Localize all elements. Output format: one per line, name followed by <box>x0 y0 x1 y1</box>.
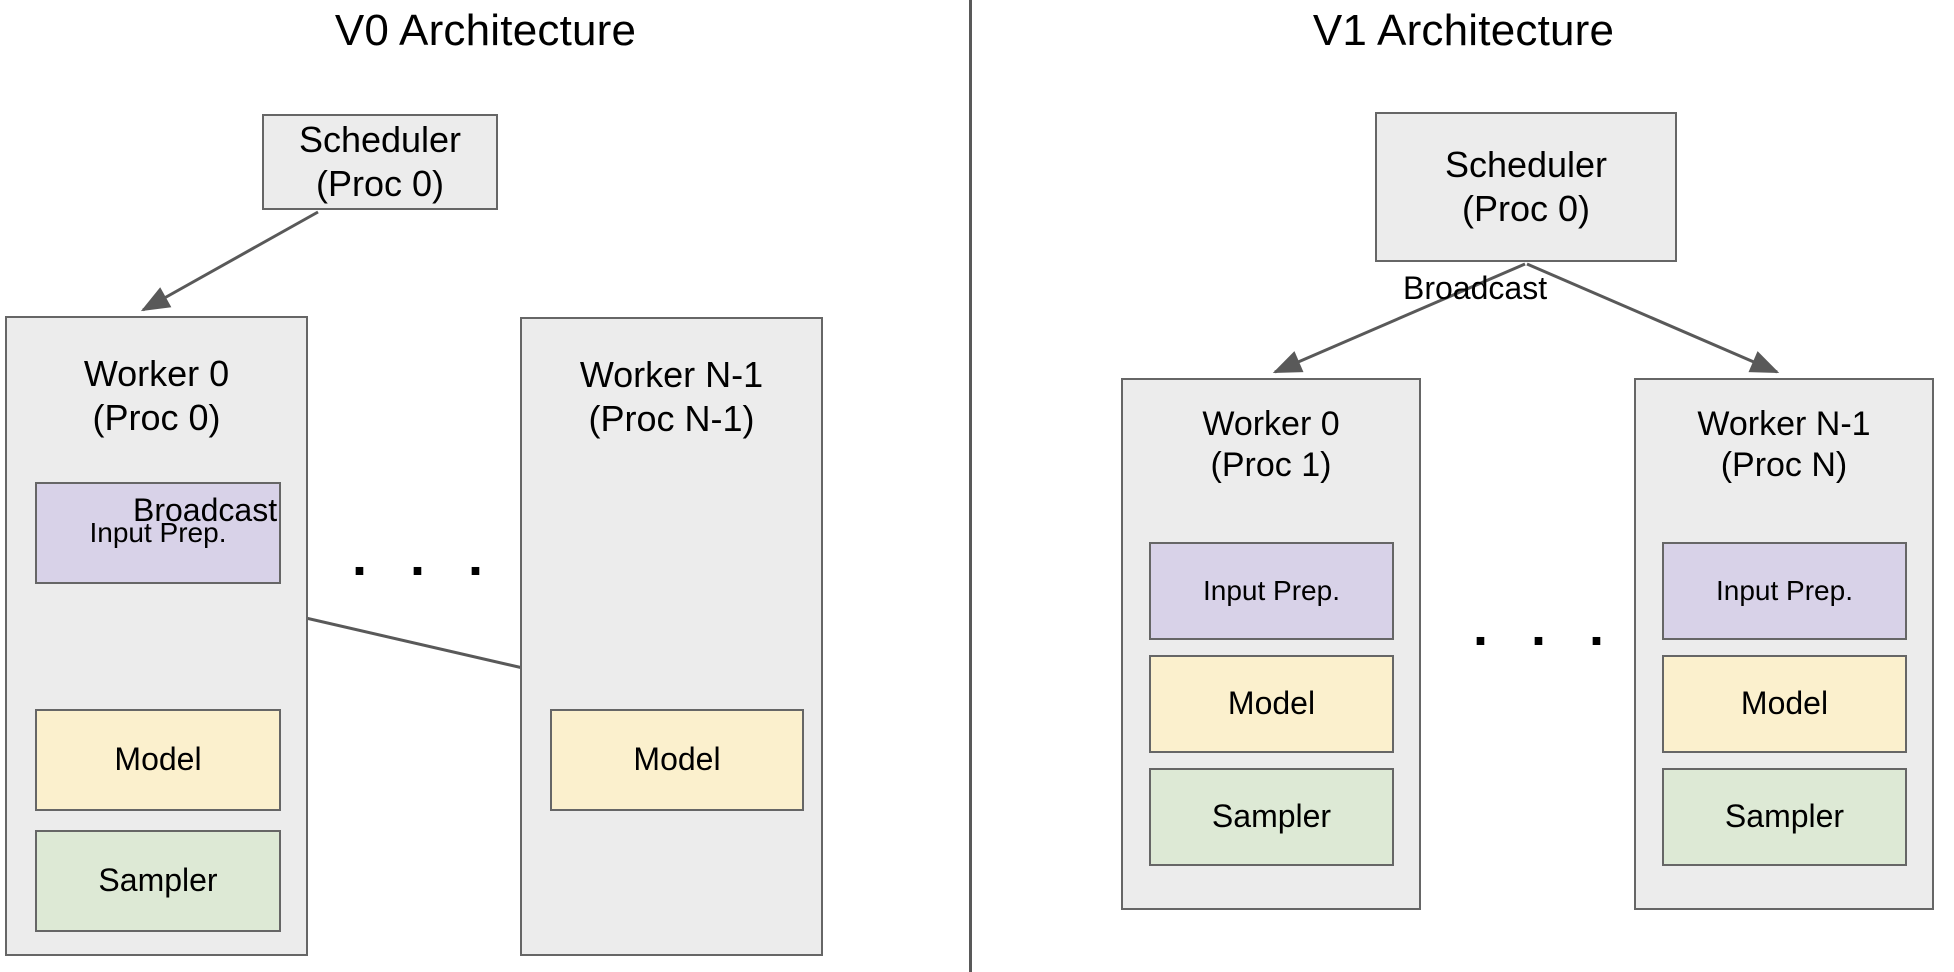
v0-scheduler-label: Scheduler (Proc 0) <box>298 119 462 204</box>
v0-worker-0-model-label: Model <box>114 741 202 778</box>
v0-worker-n-container[interactable]: Worker N-1 (Proc N-1) Model <box>520 317 823 956</box>
v0-worker-0-input-prep-label: Input Prep. <box>89 516 227 548</box>
v1-worker-n-title: Worker N-1 (Proc N) <box>1697 405 1871 485</box>
v1-worker-n-container[interactable]: Worker N-1 (Proc N) Input Prep. Model Sa… <box>1634 378 1934 910</box>
v0-panel-title: V0 Architecture <box>334 6 637 55</box>
v0-worker-n-model-label: Model <box>633 741 721 778</box>
v1-worker-0-input-prep-label: Input Prep. <box>1203 574 1340 606</box>
v1-panel-title: V1 Architecture <box>1312 6 1615 55</box>
v1-scheduler-label: Scheduler (Proc 0) <box>1444 144 1608 229</box>
v1-worker-n-input-prep-box[interactable]: Input Prep. <box>1662 542 1907 640</box>
v1-ellipsis: . . . <box>1473 597 1619 657</box>
v1-worker-n-model-label: Model <box>1740 685 1829 722</box>
v0-worker-0-title: Worker 0 (Proc 0) <box>83 353 230 438</box>
v1-worker-n-sampler-box[interactable]: Sampler <box>1662 768 1907 866</box>
v1-worker-n-input-prep-label: Input Prep. <box>1716 574 1853 606</box>
v1-worker-n-sampler-label: Sampler <box>1724 798 1845 835</box>
v0-worker-n-model-box[interactable]: Model <box>550 709 804 811</box>
v0-worker-0-input-prep-box[interactable]: Input Prep. <box>35 482 281 584</box>
v0-broadcast-label: Broadcast <box>133 492 278 528</box>
arrow-scheduler-to-worker-n <box>1526 262 1780 374</box>
v1-architecture-panel: V1 Architecture Scheduler (Proc 0) Broad… <box>973 0 1954 972</box>
v1-worker-0-title: Worker 0 (Proc 1) <box>1202 405 1340 485</box>
arrow-scheduler-to-worker0 <box>140 210 319 312</box>
v1-worker-0-sampler-box[interactable]: Sampler <box>1149 768 1394 866</box>
v0-scheduler-box[interactable]: Scheduler (Proc 0) <box>262 114 498 210</box>
v1-worker-0-model-label: Model <box>1227 685 1316 722</box>
v1-worker-0-model-box[interactable]: Model <box>1149 655 1394 753</box>
v1-scheduler-box[interactable]: Scheduler (Proc 0) <box>1375 112 1677 262</box>
v1-worker-0-container[interactable]: Worker 0 (Proc 1) Input Prep. Model Samp… <box>1121 378 1421 910</box>
v1-worker-0-sampler-label: Sampler <box>1211 798 1332 835</box>
v1-broadcast-label: Broadcast <box>1403 270 1548 306</box>
v0-ellipsis: . . . <box>352 527 498 587</box>
v0-worker-0-sampler-label: Sampler <box>98 862 218 899</box>
v0-worker-n-title: Worker N-1 (Proc N-1) <box>579 354 764 439</box>
v1-worker-n-model-box[interactable]: Model <box>1662 655 1907 753</box>
v0-architecture-panel: V0 Architecture Scheduler (Proc 0) Worke… <box>0 0 971 972</box>
v1-worker-0-input-prep-box[interactable]: Input Prep. <box>1149 542 1394 640</box>
v0-worker-0-model-box[interactable]: Model <box>35 709 281 811</box>
v0-worker-0-sampler-box[interactable]: Sampler <box>35 830 281 932</box>
v0-worker-0-container[interactable]: Worker 0 (Proc 0) Input Prep. Model Samp… <box>5 316 308 956</box>
panel-divider <box>969 0 972 972</box>
